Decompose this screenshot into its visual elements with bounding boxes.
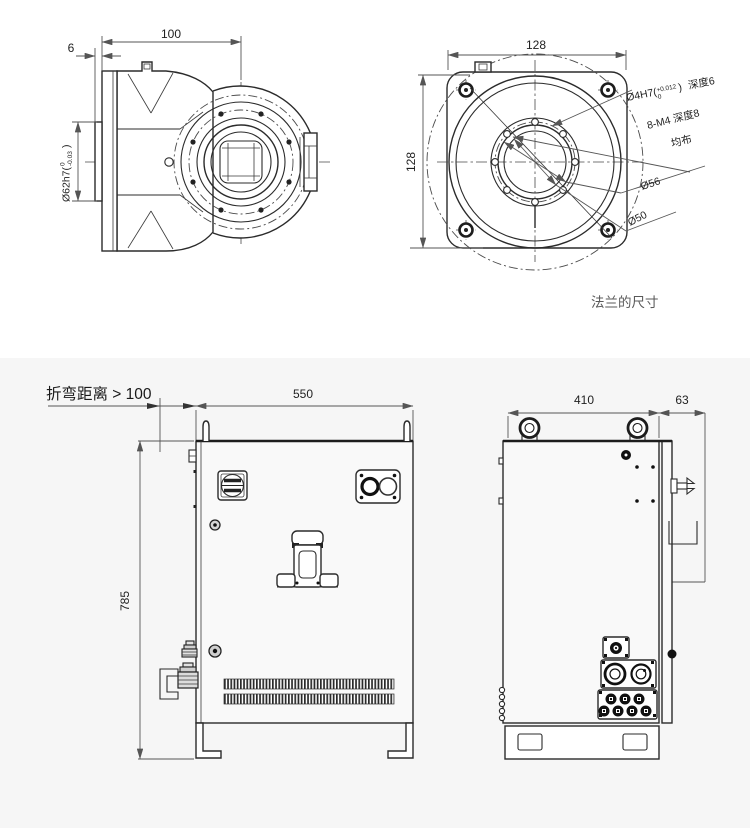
cabinet-front-view: 折弯距离 > 100 550 785 <box>46 385 414 760</box>
flange-caption: 法兰的尺寸 <box>591 295 659 310</box>
wrist-side-view: 100 6 Ø62h7( 0 -0.03 ) <box>60 27 332 252</box>
bend-arrow-2 <box>183 403 196 409</box>
svg-text:0: 0 <box>657 93 662 101</box>
mount-bracket-lower <box>668 521 698 545</box>
center-bore <box>219 140 263 184</box>
eye-bolt-right <box>626 417 649 442</box>
cabinet-side-view: 410 63 <box>498 393 706 760</box>
dim-height-128: 128 <box>404 152 418 172</box>
bend-distance-note: 折弯距离 > 100 <box>46 385 152 403</box>
bend-arrow-1 <box>147 403 160 409</box>
flange-body <box>446 71 628 249</box>
svg-text:0: 0 <box>60 162 67 166</box>
flange-front-view: 128 128 Ø4H7( +0.012 0 ) 深度6 8-M4 深度8 均布… <box>404 38 716 271</box>
svg-text:深度6: 深度6 <box>687 74 716 92</box>
dim-length-100: 100 <box>161 27 181 41</box>
svg-text:): ) <box>61 145 73 149</box>
tap-note: 8-M4 深度8 均布 <box>646 106 701 150</box>
door-lock <box>667 649 677 659</box>
indicator-button-left[interactable] <box>360 476 380 497</box>
eye-bolt-left <box>518 417 541 442</box>
panel-screw-upper <box>209 519 221 531</box>
dim-door-63: 63 <box>675 393 689 407</box>
vent-grille-top <box>223 678 395 690</box>
pin-hole <box>164 157 174 167</box>
vent-grille-bottom <box>223 693 395 705</box>
foot-right <box>387 722 414 759</box>
indicator-button-right[interactable] <box>378 477 398 496</box>
hinge-knuckles <box>498 686 506 722</box>
mount-plate <box>101 70 118 252</box>
shaft-spigot <box>94 121 103 202</box>
connector-panel-small <box>602 636 630 659</box>
svg-text:8-M4 深度8: 8-M4 深度8 <box>646 106 701 132</box>
connector-panel-round <box>600 659 657 689</box>
cable-gland-large <box>177 662 199 689</box>
cable-gland-small <box>181 640 198 658</box>
svg-text:128: 128 <box>404 152 418 172</box>
side-interface-tab <box>303 132 318 192</box>
top-pin-left <box>202 420 210 441</box>
dim-offset-6: 6 <box>68 41 75 55</box>
main-power-switch[interactable] <box>217 470 248 501</box>
svg-text:Ø62h7(: Ø62h7( <box>61 166 73 202</box>
dia-50-label: Ø50 <box>626 209 649 229</box>
svg-text:均布: 均布 <box>670 133 693 150</box>
dowel-hole-note: Ø4H7( +0.012 0 ) 深度6 <box>625 74 716 104</box>
button-panel[interactable] <box>355 469 401 504</box>
svg-text:Ø4H7(: Ø4H7( <box>625 86 658 104</box>
door-handle[interactable] <box>276 530 339 588</box>
bolt-holes <box>190 111 292 213</box>
svg-text:+0.012: +0.012 <box>656 83 677 94</box>
gland-bracket <box>159 668 179 700</box>
dim-height-785: 785 <box>118 591 132 611</box>
wrist-arm-outline <box>116 61 214 252</box>
mount-bracket-upper <box>670 476 696 496</box>
shaft-diameter-label: Ø62h7( 0 -0.03 ) <box>60 145 75 203</box>
dim-width-550: 550 <box>293 387 313 401</box>
svg-text:): ) <box>677 81 683 93</box>
base-cutout-right <box>622 733 648 751</box>
svg-text:-0.03: -0.03 <box>67 151 74 166</box>
svg-text:785: 785 <box>118 591 132 611</box>
top-pin-right <box>403 420 411 441</box>
foot-left <box>195 722 222 759</box>
panel-screw-lower <box>208 644 222 658</box>
dim-depth-410: 410 <box>574 393 594 407</box>
base-cutout-left <box>517 733 543 751</box>
dia-56-label: Ø56 <box>639 175 662 193</box>
flange-top-tab <box>474 61 492 73</box>
dim-width-128: 128 <box>526 38 546 52</box>
corner-bolts <box>456 80 618 240</box>
connector-panel-multi <box>597 689 658 720</box>
cabinet-base <box>504 725 660 760</box>
